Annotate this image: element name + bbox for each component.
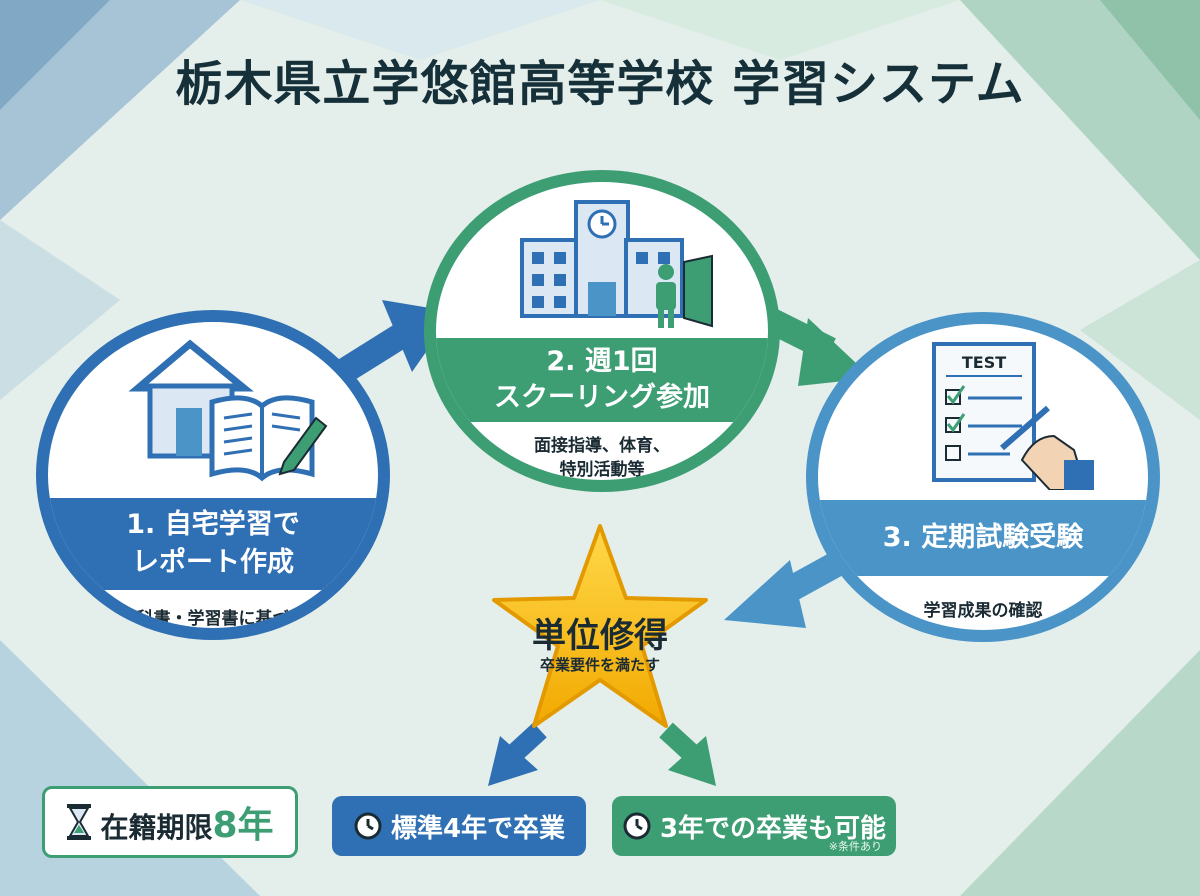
step-1-label-line1: 1. 自宅学習で — [126, 509, 300, 540]
standard-graduation-text: 標準4年で卒業 — [390, 813, 566, 844]
step-2-label-line1: 2. 週1回 — [546, 346, 658, 377]
step-3-circle: TEST 3. 定期試験受験 学習成果の確認 — [806, 312, 1160, 642]
page-title: 栃木県立学悠館高等学校 学習システム — [175, 56, 1025, 112]
result-title: 単位修得 — [532, 616, 668, 656]
step-2-sub-line1: 面接指導、体育、 — [534, 436, 670, 456]
early-graduation-text: 3年での卒業も可能 — [659, 813, 887, 844]
enrollment-limit-badge: 在籍期限8年 — [42, 786, 298, 858]
step-2-label-line2: スクーリング参加 — [494, 382, 710, 413]
hand-pen-icon — [1000, 405, 1094, 490]
result-sub: 卒業要件を満たす — [539, 656, 660, 674]
arrow-icon — [488, 722, 547, 786]
test-sheet-icon: TEST — [932, 342, 1094, 490]
standard-graduation-badge: 標準4年で卒業 — [332, 796, 586, 856]
person-icon — [656, 264, 676, 328]
clock-icon — [587, 209, 617, 239]
school-building-icon — [520, 200, 713, 328]
step-3-label: 3. 定期試験受験 — [818, 500, 1148, 576]
house-icon — [128, 339, 328, 482]
star-icon — [492, 524, 708, 728]
early-graduation-note: ※条件あり — [828, 840, 882, 853]
arrow-icon — [659, 722, 716, 786]
step-3-sub: 学習成果の確認 — [923, 601, 1043, 621]
step-1-label-line2: レポート作成 — [132, 547, 294, 578]
credit-star: 単位修得 卒業要件を満たす — [486, 520, 714, 740]
step-2-sub-line2: 特別活動等 — [559, 460, 645, 480]
clock-icon — [354, 812, 382, 840]
pencil-icon — [278, 416, 328, 476]
clock-icon — [623, 812, 651, 840]
enroll-value: 8年 — [212, 805, 274, 846]
test-label: TEST — [962, 353, 1006, 372]
hourglass-icon — [67, 804, 92, 840]
enroll-label: 在籍期限 — [100, 811, 213, 844]
step-2-circle: 2. 週1回 スクーリング参加 面接指導、体育、 特別活動等 — [424, 170, 780, 492]
step-1-sub: 教科書・学習書に基づく — [119, 609, 307, 629]
door-icon — [683, 254, 713, 328]
early-graduation-badge: 3年での卒業も可能 ※条件あり — [612, 796, 896, 856]
step-1-circle: 1. 自宅学習で レポート作成 教科書・学習書に基づく — [36, 310, 390, 640]
